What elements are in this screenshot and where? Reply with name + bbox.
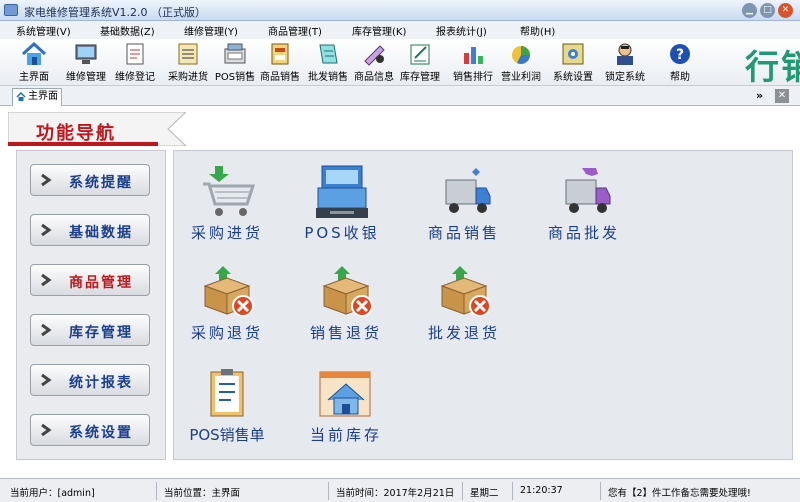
tab-scroll-icon[interactable]: » [756, 89, 764, 102]
tile-sales-return[interactable]: 销售退货 [296, 264, 396, 348]
toolbar-pos-sales-button[interactable]: POS销售 [214, 41, 256, 84]
product-info-icon [364, 45, 385, 66]
menu-system[interactable]: 系统管理(V) [16, 27, 71, 38]
wholesale-icon [319, 44, 338, 64]
chevron-right-icon [41, 423, 52, 437]
toolbar-lock-button[interactable]: 锁定系统 [602, 41, 648, 84]
menu-basic-data[interactable]: 基础数据(Z) [100, 27, 155, 38]
tab-strip: 主界面 » ✕ [0, 86, 800, 106]
toolbar-purchase-button[interactable]: 采购进货 [164, 41, 212, 84]
tab-main[interactable]: 主界面 [12, 88, 62, 106]
chevron-right-icon [41, 173, 52, 187]
toolbar-wholesale-button[interactable]: 批发销售 [304, 41, 352, 84]
menu-bar: 系统管理(V) 基础数据(Z) 维修管理(Y) 商品管理(T) 库存管理(K) … [0, 21, 800, 39]
nav-banner [8, 112, 186, 146]
chevron-right-icon [41, 273, 52, 287]
return-box-icon [203, 266, 254, 317]
profit-pie-icon [512, 46, 530, 64]
tile-current-stock[interactable]: 当前库存 [296, 366, 396, 450]
toolbar-sales-ranking-button[interactable]: 销售排行 [450, 41, 496, 84]
status-divider [462, 482, 463, 500]
status-divider [328, 482, 329, 500]
chevron-right-icon [41, 373, 52, 387]
toolbar-home-button[interactable]: 主界面 [12, 41, 56, 84]
toolbar-repair-register-button[interactable]: 维修登记 [111, 41, 159, 84]
lock-user-icon [617, 43, 633, 65]
status-notice[interactable]: 您有【2】件工作备忘需要处理哦! [608, 488, 751, 499]
toolbar-settings-button[interactable]: 系统设置 [550, 41, 596, 84]
tile-goods-sales[interactable]: 商品销售 [414, 164, 514, 248]
pos-icon [224, 43, 246, 64]
tab-main-label: 主界面 [28, 91, 58, 102]
status-user: 当前用户：[admin] [10, 488, 95, 499]
toolbar-inventory-button[interactable]: 库存管理 [398, 41, 442, 84]
svg-text:?: ? [676, 47, 684, 63]
toolbar: 主界面 维修管理 维修登记 采购进货 POS销售 商品销售 批发销售 商品信息 … [0, 39, 800, 86]
toolbar-goods-sales-button[interactable]: 商品销售 [258, 41, 302, 84]
wholesale-truck-icon [565, 168, 611, 213]
tile-purchase-return[interactable]: 采购退货 [177, 264, 277, 348]
menu-help[interactable]: 帮助(H) [520, 27, 556, 38]
status-divider [600, 482, 601, 500]
app-icon [4, 4, 18, 16]
return-box-icon [322, 266, 373, 317]
clipboard-icon [210, 369, 244, 417]
warehouse-icon [319, 371, 371, 417]
toolbar-help-button[interactable]: ? 帮助 [660, 41, 700, 84]
nav-btn-inventory-management[interactable]: 库存管理 [30, 314, 150, 346]
nav-btn-basic-data[interactable]: 基础数据 [30, 214, 150, 246]
status-weekday: 星期二 [470, 488, 499, 499]
toolbar-repair-manage-button[interactable]: 维修管理 [62, 41, 110, 84]
window-title: 家电维修管理系统V1.2.0 （正式版） [24, 6, 207, 19]
tab-close-button[interactable]: ✕ [775, 89, 789, 103]
sales-icon [271, 43, 289, 65]
brand-logo-text: 行销 [745, 48, 800, 88]
cash-register-icon [316, 165, 368, 218]
menu-repair[interactable]: 维修管理(Y) [184, 27, 238, 38]
toolbar-profit-button[interactable]: 营业利润 [498, 41, 544, 84]
tile-wholesale-return[interactable]: 批发退货 [414, 264, 514, 348]
menu-inventory[interactable]: 库存管理(K) [352, 27, 407, 38]
nav-btn-statistics-report[interactable]: 统计报表 [30, 364, 150, 396]
title-bar: 家电维修管理系统V1.2.0 （正式版） ▁ □ ✕ [0, 0, 800, 21]
tile-pos-sales-order[interactable]: POS销售单 [175, 366, 279, 450]
status-location: 当前位置：主界面 [164, 488, 241, 499]
status-clock: 21:20:37 [520, 485, 563, 496]
menu-reports[interactable]: 报表统计(J) [436, 27, 487, 38]
toolbar-product-info-button[interactable]: 商品信息 [352, 41, 396, 84]
nav-title: 功能导航 [36, 123, 116, 144]
status-date: 当前时间：2017年2月21日 [336, 488, 455, 499]
tile-goods-wholesale[interactable]: 商品批发 [534, 164, 634, 248]
close-button[interactable]: ✕ [778, 3, 793, 18]
shopping-cart-icon [203, 166, 256, 216]
chevron-right-icon [41, 323, 52, 337]
nav-btn-system-settings[interactable]: 系统设置 [30, 414, 150, 446]
return-box-icon [440, 266, 491, 317]
purchase-icon [178, 43, 198, 65]
status-divider [156, 482, 157, 500]
chevron-right-icon [41, 223, 52, 237]
nav-btn-goods-management[interactable]: 商品管理 [30, 264, 150, 296]
nav-panel [16, 150, 166, 460]
delivery-truck-icon [445, 168, 491, 213]
home-icon [16, 92, 26, 101]
inventory-icon [410, 44, 430, 65]
minimize-button[interactable]: ▁ [742, 3, 757, 18]
tile-purchase-stock[interactable]: 采购进货 [177, 164, 277, 248]
ranking-chart-icon [464, 47, 483, 64]
status-bar: 当前用户：[admin] 当前位置：主界面 当前时间：2017年2月21日 星期… [0, 478, 800, 502]
maximize-button[interactable]: □ [760, 3, 775, 18]
monitor-icon [75, 44, 97, 64]
nav-btn-system-reminder[interactable]: 系统提醒 [30, 164, 150, 196]
tile-pos-checkout[interactable]: POS收银 [292, 164, 392, 248]
help-icon: ? [670, 44, 690, 64]
menu-goods[interactable]: 商品管理(T) [268, 27, 322, 38]
home-icon [21, 41, 47, 65]
status-divider [512, 482, 513, 500]
settings-icon [562, 43, 584, 65]
register-icon [126, 43, 144, 65]
